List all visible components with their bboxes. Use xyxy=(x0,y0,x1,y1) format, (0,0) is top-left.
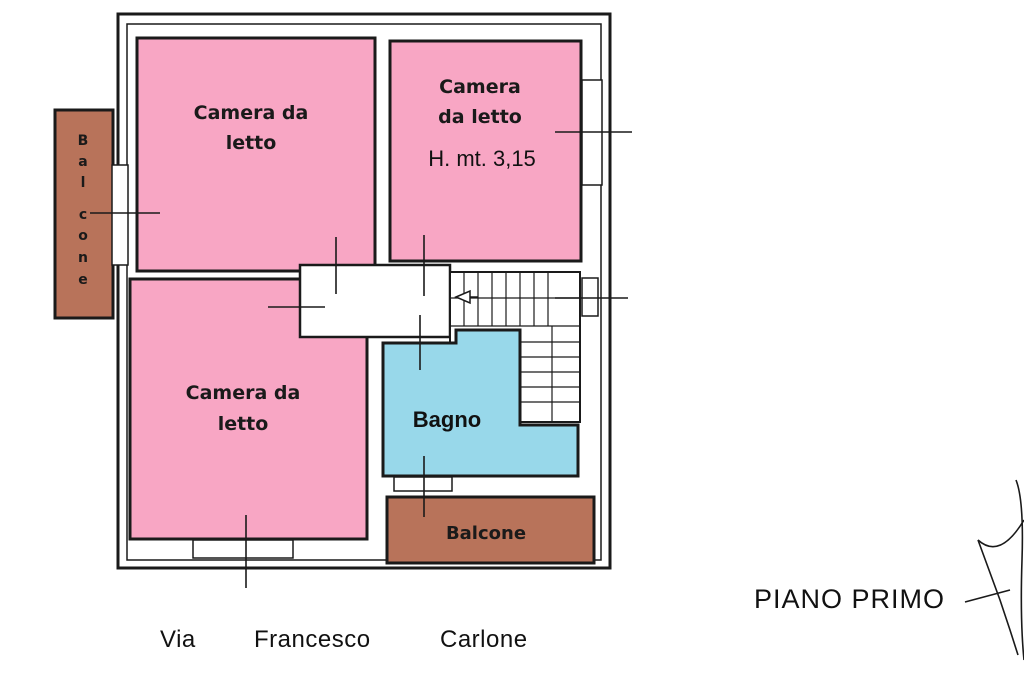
window-stair xyxy=(581,277,599,317)
balcony-side-letter: c xyxy=(79,207,87,223)
bedroom-3-label-line2: letto xyxy=(218,413,269,435)
balcony-side-letter: a xyxy=(78,154,87,170)
bedroom-1-label-line1: Camera da xyxy=(194,102,309,124)
bedroom-1-label-line2: letto xyxy=(226,132,277,154)
window-bath xyxy=(393,476,453,492)
street-word-via: Via xyxy=(160,626,196,653)
bedroom-2-label-line1: Camera xyxy=(439,76,521,98)
corridor xyxy=(298,263,452,339)
balcony-side-letter: o xyxy=(78,228,88,244)
bedroom-3-label-line1: Camera da xyxy=(186,382,301,404)
balcony-front-label: Balcone xyxy=(446,523,526,544)
balcony-side-letter: n xyxy=(78,250,88,266)
balcony-side-letter: l xyxy=(81,175,86,191)
room-bedroom-1 xyxy=(135,36,377,273)
window-left-upper xyxy=(111,164,129,266)
bedroom-2-label-line2: da letto xyxy=(438,106,522,128)
street-word-carlone: Carlone xyxy=(440,626,528,653)
ceiling-height-note: H. mt. 3,15 xyxy=(428,146,536,171)
floor-title: PIANO PRIMO xyxy=(754,584,946,614)
balcony-side-letter: B xyxy=(78,133,89,149)
room-bedroom-2 xyxy=(388,39,583,263)
balcony-side-letter: e xyxy=(78,272,88,288)
room-bathroom xyxy=(381,328,580,478)
street-word-francesco: Francesco xyxy=(254,626,371,653)
balcony-front xyxy=(385,495,596,565)
reference-lines xyxy=(90,131,632,588)
bathroom-label: Bagno xyxy=(413,407,481,432)
balcony-side-label: B a l c o n e xyxy=(78,133,89,288)
window-bottom xyxy=(192,539,294,559)
inner-wall xyxy=(126,23,602,561)
stamp-mark xyxy=(964,479,1024,661)
balcony-side xyxy=(53,108,115,320)
